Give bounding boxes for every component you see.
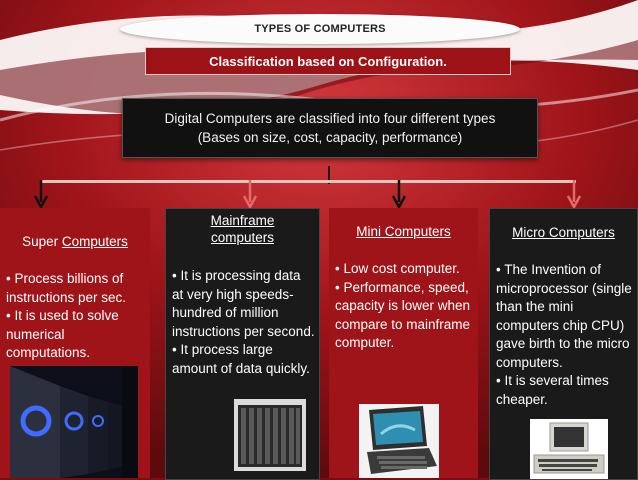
card-bullets: • Process billions of instructions per s… (6, 270, 144, 363)
card-title-text: Mini Computers (356, 224, 451, 239)
bullet: • It is used to solve numerical computat… (6, 308, 119, 360)
card-super-computers: Super Computers • Process billions of in… (0, 208, 150, 478)
card-mainframe-computers: Mainframe computers • It is processing d… (165, 208, 320, 480)
slide-title: TYPES OF COMPUTERS (120, 14, 520, 44)
bullet: • Process billions of instructions per s… (6, 271, 127, 305)
bullet: • Low cost computer. (335, 261, 460, 276)
arrow-down-icon (392, 180, 406, 210)
card-title: Micro Computers (490, 224, 637, 241)
root-line-1: Digital Computers are classified into fo… (164, 111, 496, 126)
arrow-down-icon (567, 180, 581, 210)
root-line-2: (Bases on size, cost, capacity, performa… (197, 130, 463, 145)
card-title-text: Micro Computers (512, 225, 615, 240)
bullet: • It process large amount of data quickl… (172, 342, 310, 376)
slide-subtitle: Classification based on Configuration. (145, 47, 511, 75)
arrow-down-icon (34, 180, 48, 210)
mini-laptop-photo (359, 404, 439, 478)
bullet: • It is processing data at very high spe… (172, 268, 315, 339)
arrow-down-icon (243, 180, 257, 210)
mainframe-cabinet-photo (234, 399, 306, 471)
vintage-personal-computer-photo (530, 419, 608, 479)
root-connector (328, 166, 330, 184)
root-classification-box: Digital Computers are classified into fo… (122, 98, 538, 158)
card-bullets: • Low cost computer. • Performance, spee… (335, 260, 475, 353)
bullet: • Performance, speed, capacity is lower … (335, 279, 471, 351)
server-racks-photo (10, 366, 138, 478)
card-title-line1: Mainframe (210, 213, 275, 228)
bullet: • It is several times cheaper. (496, 373, 609, 407)
card-mini-computers: Mini Computers • Low cost computer. • Pe… (329, 208, 478, 478)
card-title: Mainframe computers (166, 212, 319, 246)
card-title: Super Computers (0, 233, 150, 250)
card-title-part1: Super (22, 234, 59, 249)
card-title-line2: computers (210, 230, 275, 245)
card-micro-computers: Micro Computers • The Invention of micro… (489, 208, 638, 480)
card-title: Mini Computers (329, 223, 478, 240)
card-bullets: • The Invention of microprocessor (singl… (496, 261, 636, 409)
bullet: • The Invention of microprocessor (singl… (496, 262, 632, 370)
branch-line (40, 180, 576, 183)
card-title-part2: Computers (61, 234, 128, 249)
card-bullets: • It is processing data at very high spe… (172, 267, 315, 378)
